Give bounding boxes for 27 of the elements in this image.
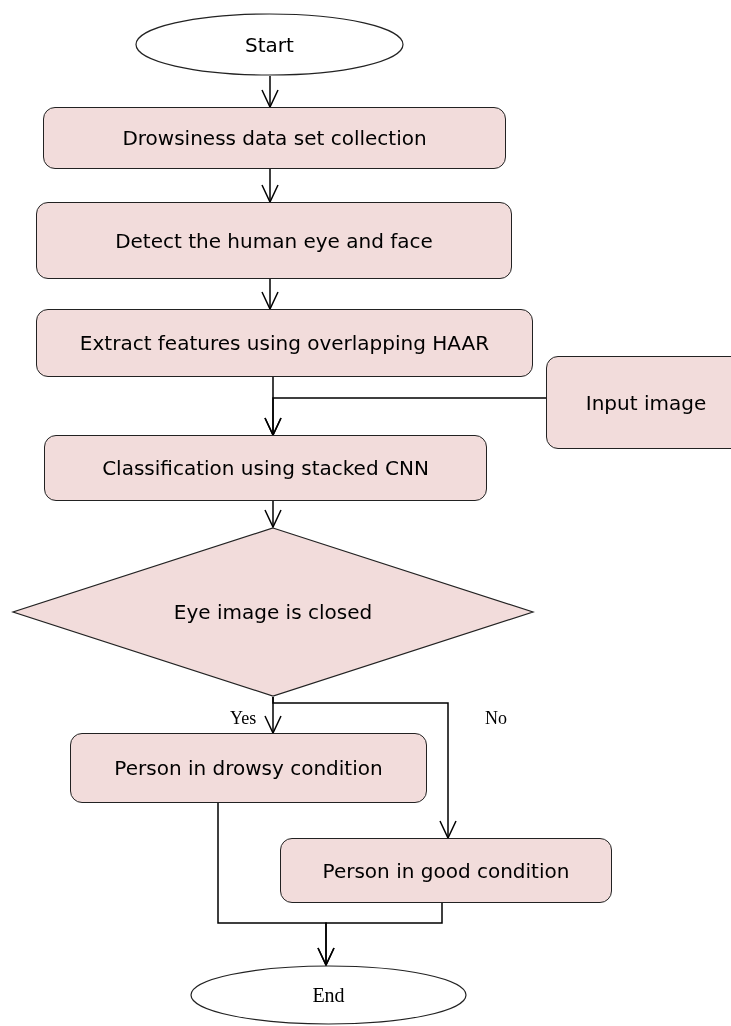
node-label: Extract features using overlapping HAAR (79, 331, 490, 355)
node-label: Person in drowsy condition (114, 756, 383, 780)
arrow (264, 397, 547, 436)
arrow (317, 902, 443, 966)
process-box (36, 202, 512, 279)
process-box (44, 435, 487, 501)
arrow (261, 75, 279, 108)
process-box (70, 733, 427, 803)
process-box (43, 107, 506, 169)
arrow (261, 168, 279, 203)
start-terminal (135, 13, 404, 76)
decision-diamond (12, 527, 534, 697)
process-box (36, 309, 533, 377)
node-label: Eye image is closed (173, 600, 373, 624)
end-terminal (190, 965, 467, 1025)
input-box (546, 356, 731, 449)
arrow (261, 278, 279, 310)
arrow (264, 500, 282, 528)
node-label: End (312, 983, 345, 1007)
node-label: Input image (585, 390, 707, 415)
node-label: Drowsiness data set collection (122, 126, 427, 150)
node-label: Person in good condition (322, 858, 570, 883)
arrow (272, 696, 457, 839)
node-label: Classification using stacked CNN (102, 456, 429, 480)
process-box (280, 838, 612, 903)
node-label: Start (245, 32, 294, 57)
node-label: Detect the human eye and face (115, 228, 433, 253)
